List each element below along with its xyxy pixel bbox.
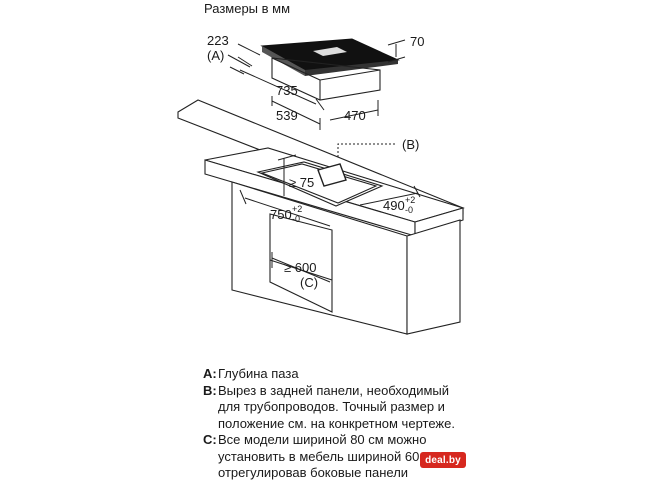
legend-text-b: Вырез в задней панели, необходимый для т… bbox=[218, 382, 455, 431]
callout-a: (A) bbox=[207, 48, 224, 63]
bottom-dimension-lines bbox=[239, 143, 421, 283]
dim-ge600: ≥ 600 bbox=[284, 260, 316, 275]
hob-vent bbox=[313, 47, 347, 56]
dim-490-tol-minus: -0 bbox=[405, 205, 413, 215]
legend-key-b: B: bbox=[203, 382, 217, 398]
installation-drawing: Размеры в мм 223 (A) 70 735 539 470 bbox=[177, 1, 465, 335]
watermark-text: deal.by bbox=[425, 454, 461, 466]
dim-470: 470 bbox=[344, 108, 366, 123]
legend-text-a: Глубина паза bbox=[218, 366, 299, 381]
top-dimension-lines bbox=[227, 39, 406, 130]
dim-750-group: 750 +2 -0 bbox=[270, 204, 302, 224]
hob-front-face bbox=[305, 60, 398, 76]
legend-key-c: C: bbox=[203, 432, 217, 447]
back-cutout bbox=[317, 163, 347, 187]
dim-750-tol-plus: +2 bbox=[292, 204, 302, 214]
hob-isometric bbox=[260, 38, 400, 101]
dim-490-group: 490 +2 -0 bbox=[383, 195, 415, 215]
legend-key-a: A: bbox=[203, 366, 217, 381]
legend-text-c: Все модели шириной 80 см можно установит… bbox=[218, 432, 442, 480]
cabinet-isometric bbox=[177, 99, 465, 335]
dim-750-tol-minus: -0 bbox=[292, 214, 300, 224]
legend: A: Глубина паза B: Вырез в задней панели… bbox=[203, 366, 583, 482]
legend-item-b: B: Вырез в задней панели, необходимый дл… bbox=[203, 383, 583, 433]
cabinet-side bbox=[406, 219, 461, 335]
dim-750: 750 bbox=[270, 207, 292, 222]
title-dimensions-mm: Размеры в мм bbox=[204, 1, 290, 16]
dim-539: 539 bbox=[276, 108, 298, 123]
cabinet-opening bbox=[269, 213, 333, 313]
countertop-side bbox=[414, 207, 464, 237]
countertop-cutout bbox=[256, 161, 384, 207]
dim-70: 70 bbox=[410, 34, 424, 49]
dim-ge75: ≥ 75 bbox=[289, 175, 314, 190]
legend-item-a: A: Глубина паза bbox=[203, 366, 583, 383]
dim-223: 223 bbox=[207, 33, 229, 48]
dim-490-tol-plus: +2 bbox=[405, 195, 415, 205]
legend-item-c: C: Все модели шириной 80 см можно устано… bbox=[203, 432, 583, 482]
watermark-logo: deal.by bbox=[420, 452, 466, 468]
dim-735: 735 bbox=[276, 83, 298, 98]
callout-b: (B) bbox=[402, 137, 419, 152]
dim-490: 490 bbox=[383, 198, 405, 213]
callout-c: (C) bbox=[300, 275, 318, 290]
hob-body bbox=[271, 57, 381, 101]
